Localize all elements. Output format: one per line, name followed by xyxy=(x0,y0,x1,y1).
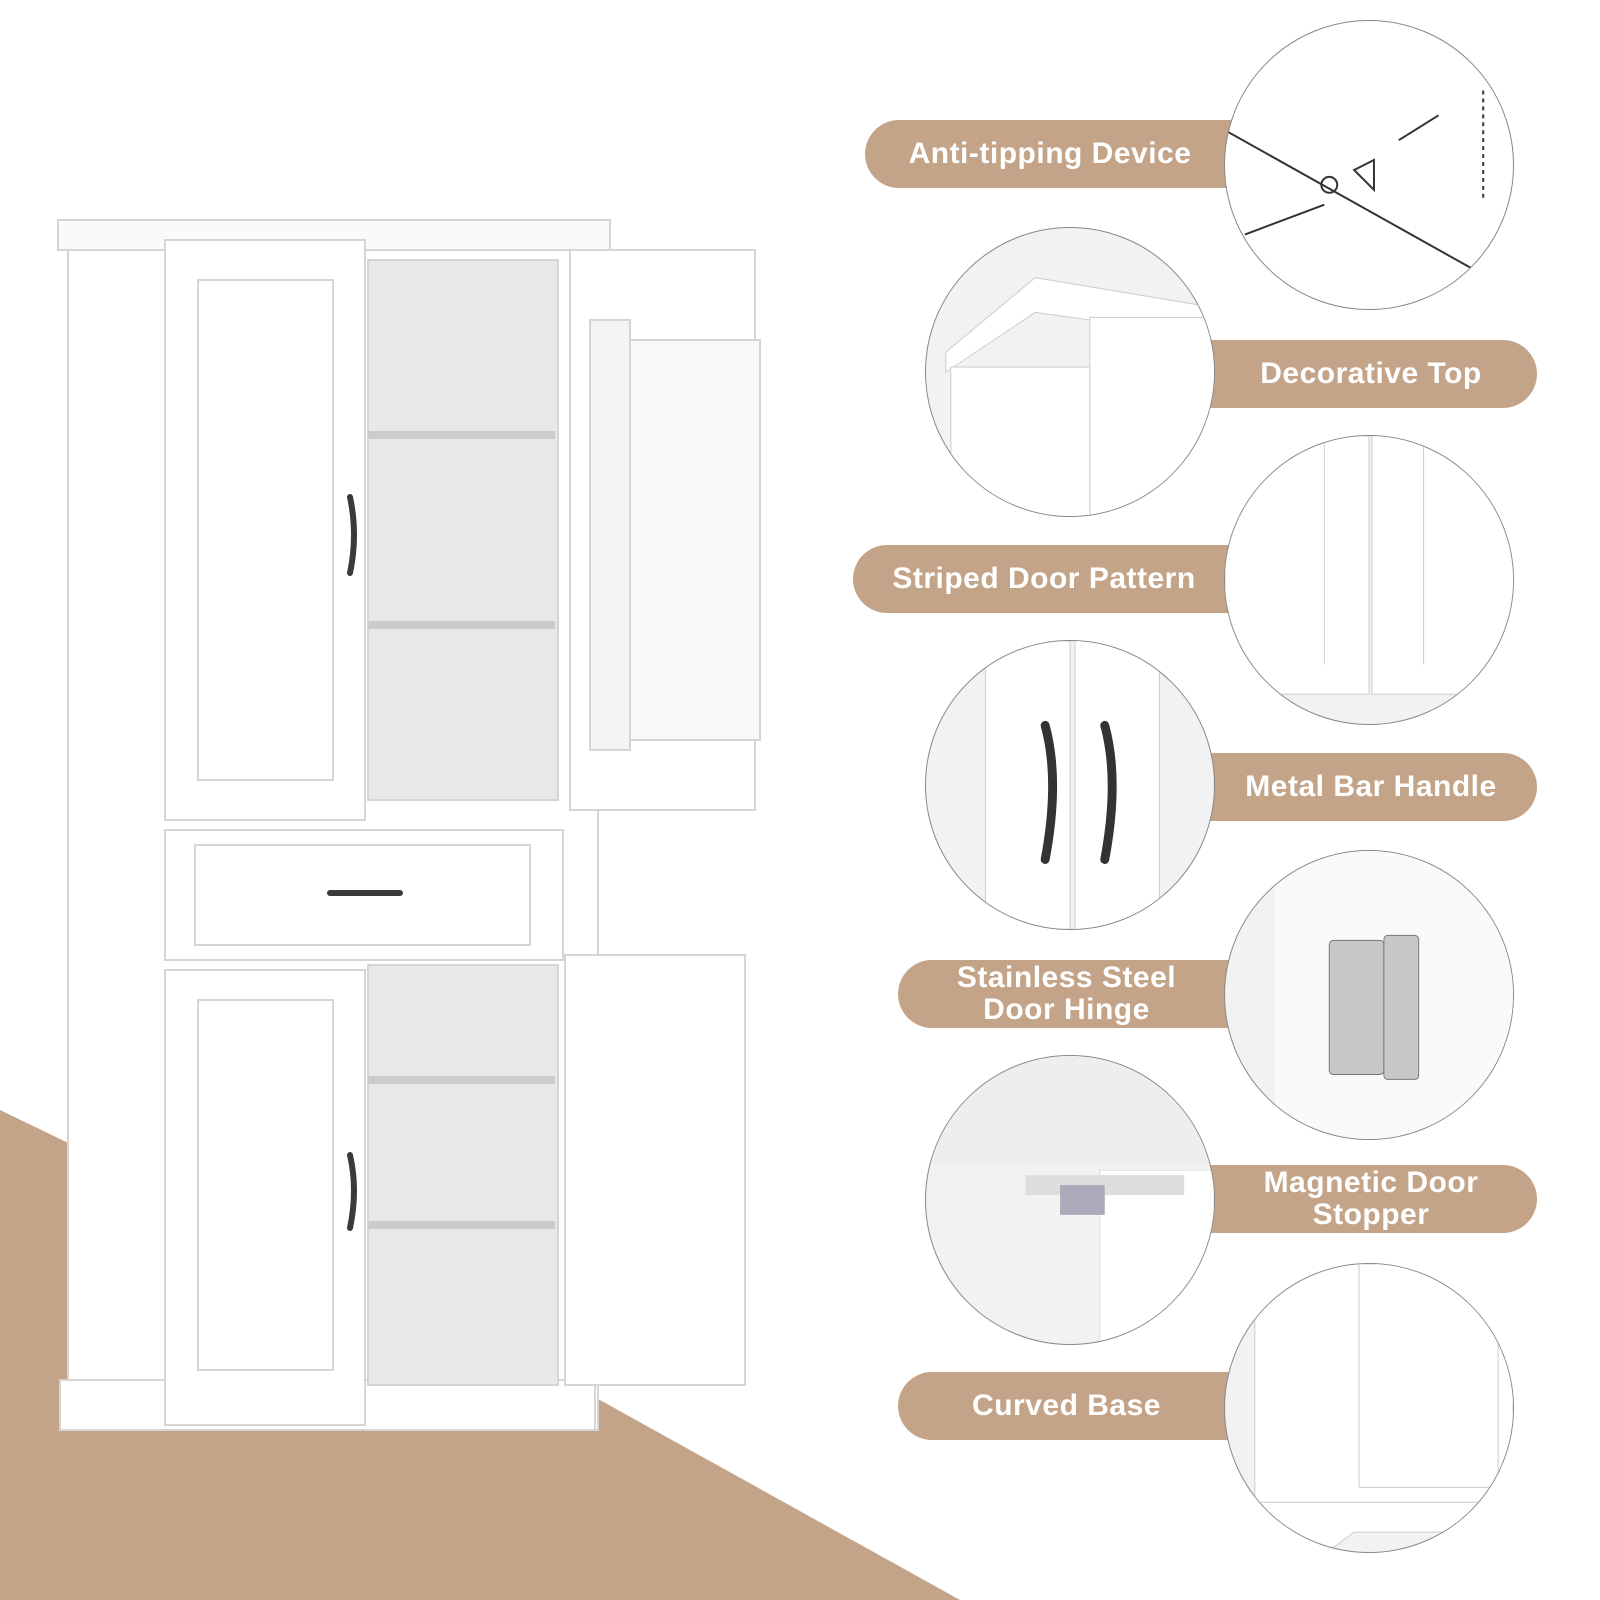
feature-label-door-hinge: Stainless Steel Door Hinge xyxy=(898,960,1235,1028)
anti-tipping-device-detail-image xyxy=(1224,20,1514,310)
curved-base-detail-image xyxy=(1224,1263,1514,1553)
feature-label-anti-tipping: Anti-tipping Device xyxy=(865,120,1235,188)
striped-door-detail-image xyxy=(1224,435,1514,725)
feature-label-decorative-top: Decorative Top xyxy=(1205,340,1537,408)
cabinet-product-image xyxy=(57,219,761,1431)
metal-bar-handle-detail-image xyxy=(925,640,1215,930)
magnetic-stopper-detail-image xyxy=(925,1055,1215,1345)
feature-label-magnetic-stopper: Magnetic Door Stopper xyxy=(1205,1165,1537,1233)
decorative-top-detail-image xyxy=(925,227,1215,517)
feature-label-striped-door: Striped Door Pattern xyxy=(853,545,1235,613)
feature-label-curved-base: Curved Base xyxy=(898,1372,1235,1440)
feature-label-metal-handle: Metal Bar Handle xyxy=(1205,753,1537,821)
door-hinge-detail-image xyxy=(1224,850,1514,1140)
